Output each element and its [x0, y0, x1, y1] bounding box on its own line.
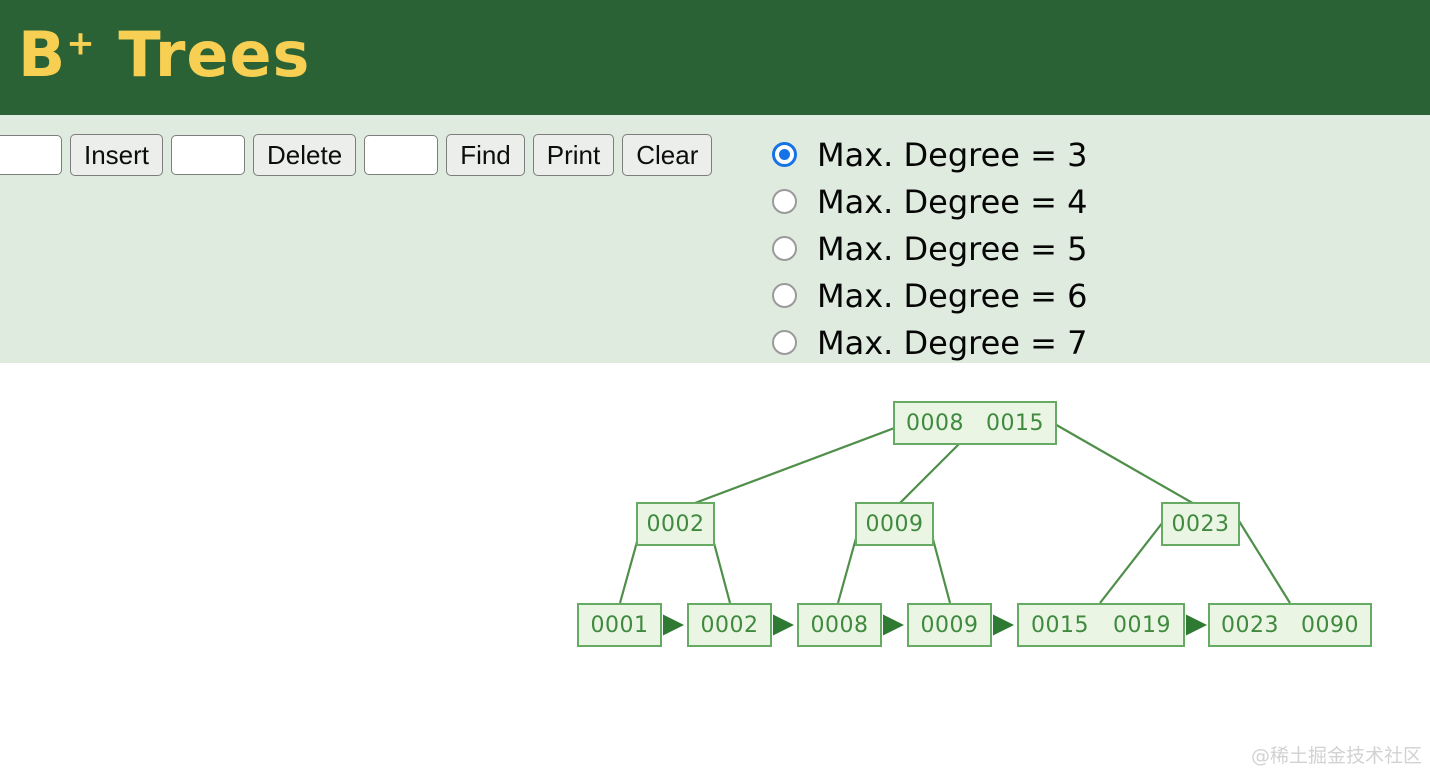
find-button[interactable]: Find — [446, 134, 525, 176]
radio-icon[interactable] — [772, 283, 797, 308]
node-key: 0002 — [700, 612, 759, 638]
delete-button[interactable]: Delete — [253, 134, 357, 176]
radio-label: Max. Degree = 5 — [817, 229, 1088, 268]
edge-n3-to-leaf6 — [1233, 512, 1291, 604]
node-key: 0001 — [590, 612, 649, 638]
tree-node-internal-3[interactable]: 0023 — [1161, 502, 1240, 546]
delete-input[interactable] — [171, 135, 246, 175]
title-rest: Trees — [95, 18, 311, 91]
title-superscript: + — [66, 23, 96, 64]
radio-option-degree-4[interactable]: Max. Degree = 4 — [772, 178, 1087, 225]
node-key: 0023 — [1221, 612, 1279, 638]
node-key: 0002 — [646, 511, 705, 537]
radio-icon[interactable] — [772, 236, 797, 261]
node-key: 0008 — [906, 410, 964, 436]
tree-node-internal-1[interactable]: 0002 — [636, 502, 715, 546]
radio-option-degree-6[interactable]: Max. Degree = 6 — [772, 272, 1087, 319]
node-key: 0023 — [1171, 511, 1230, 537]
control-panel: Insert Delete Find Print Clear Max. Degr… — [0, 115, 1430, 363]
node-key: 0015 — [1031, 612, 1089, 638]
radio-option-degree-5[interactable]: Max. Degree = 5 — [772, 225, 1087, 272]
radio-icon[interactable] — [772, 142, 797, 167]
radio-label: Max. Degree = 3 — [817, 135, 1088, 174]
tree-leaf-4[interactable]: 0009 — [907, 603, 992, 647]
tree-leaf-2[interactable]: 0002 — [687, 603, 772, 647]
insert-button[interactable]: Insert — [70, 134, 164, 176]
node-key: 0015 — [986, 410, 1044, 436]
radio-label: Max. Degree = 4 — [817, 182, 1088, 221]
radio-option-degree-7[interactable]: Max. Degree = 7 — [772, 319, 1087, 366]
max-degree-radio-group: Max. Degree = 3 Max. Degree = 4 Max. Deg… — [772, 131, 1087, 366]
print-button[interactable]: Print — [532, 134, 615, 176]
node-key: 0009 — [920, 612, 979, 638]
find-input[interactable] — [364, 135, 439, 175]
tree-leaf-5[interactable]: 0015 0019 — [1017, 603, 1185, 647]
clear-button[interactable]: Clear — [622, 134, 713, 176]
radio-icon[interactable] — [772, 330, 797, 355]
tree-edges — [618, 420, 1291, 636]
edge-root-to-n3 — [1052, 422, 1204, 510]
page-title: B+ Trees — [18, 12, 310, 98]
title-letter: B — [18, 18, 67, 91]
radio-label: Max. Degree = 7 — [817, 323, 1088, 362]
app-header: B+ Trees — [0, 0, 1430, 115]
node-key: 0008 — [810, 612, 869, 638]
watermark: @稀土掘金技术社区 — [1250, 745, 1422, 767]
tree-leaf-1[interactable]: 0001 — [577, 603, 662, 647]
edge-n3-to-leaf5 — [1099, 512, 1171, 604]
radio-label: Max. Degree = 6 — [817, 276, 1088, 315]
tree-visualization-canvas[interactable]: 0008 0015 0002 0009 0023 0001 0002 0008 … — [0, 363, 1430, 774]
tree-leaf-3[interactable]: 0008 — [797, 603, 882, 647]
tree-node-root[interactable]: 0008 0015 — [893, 401, 1057, 445]
node-key: 0009 — [865, 511, 924, 537]
tree-node-internal-2[interactable]: 0009 — [855, 502, 934, 546]
edge-root-to-n1 — [678, 422, 906, 511]
toolbar: Insert Delete Find Print Clear — [0, 133, 720, 177]
node-key: 0019 — [1113, 612, 1171, 638]
radio-option-degree-3[interactable]: Max. Degree = 3 — [772, 131, 1087, 178]
insert-input[interactable] — [0, 135, 62, 175]
node-key: 0090 — [1301, 612, 1359, 638]
tree-leaf-6[interactable]: 0023 0090 — [1208, 603, 1372, 647]
radio-icon[interactable] — [772, 189, 797, 214]
